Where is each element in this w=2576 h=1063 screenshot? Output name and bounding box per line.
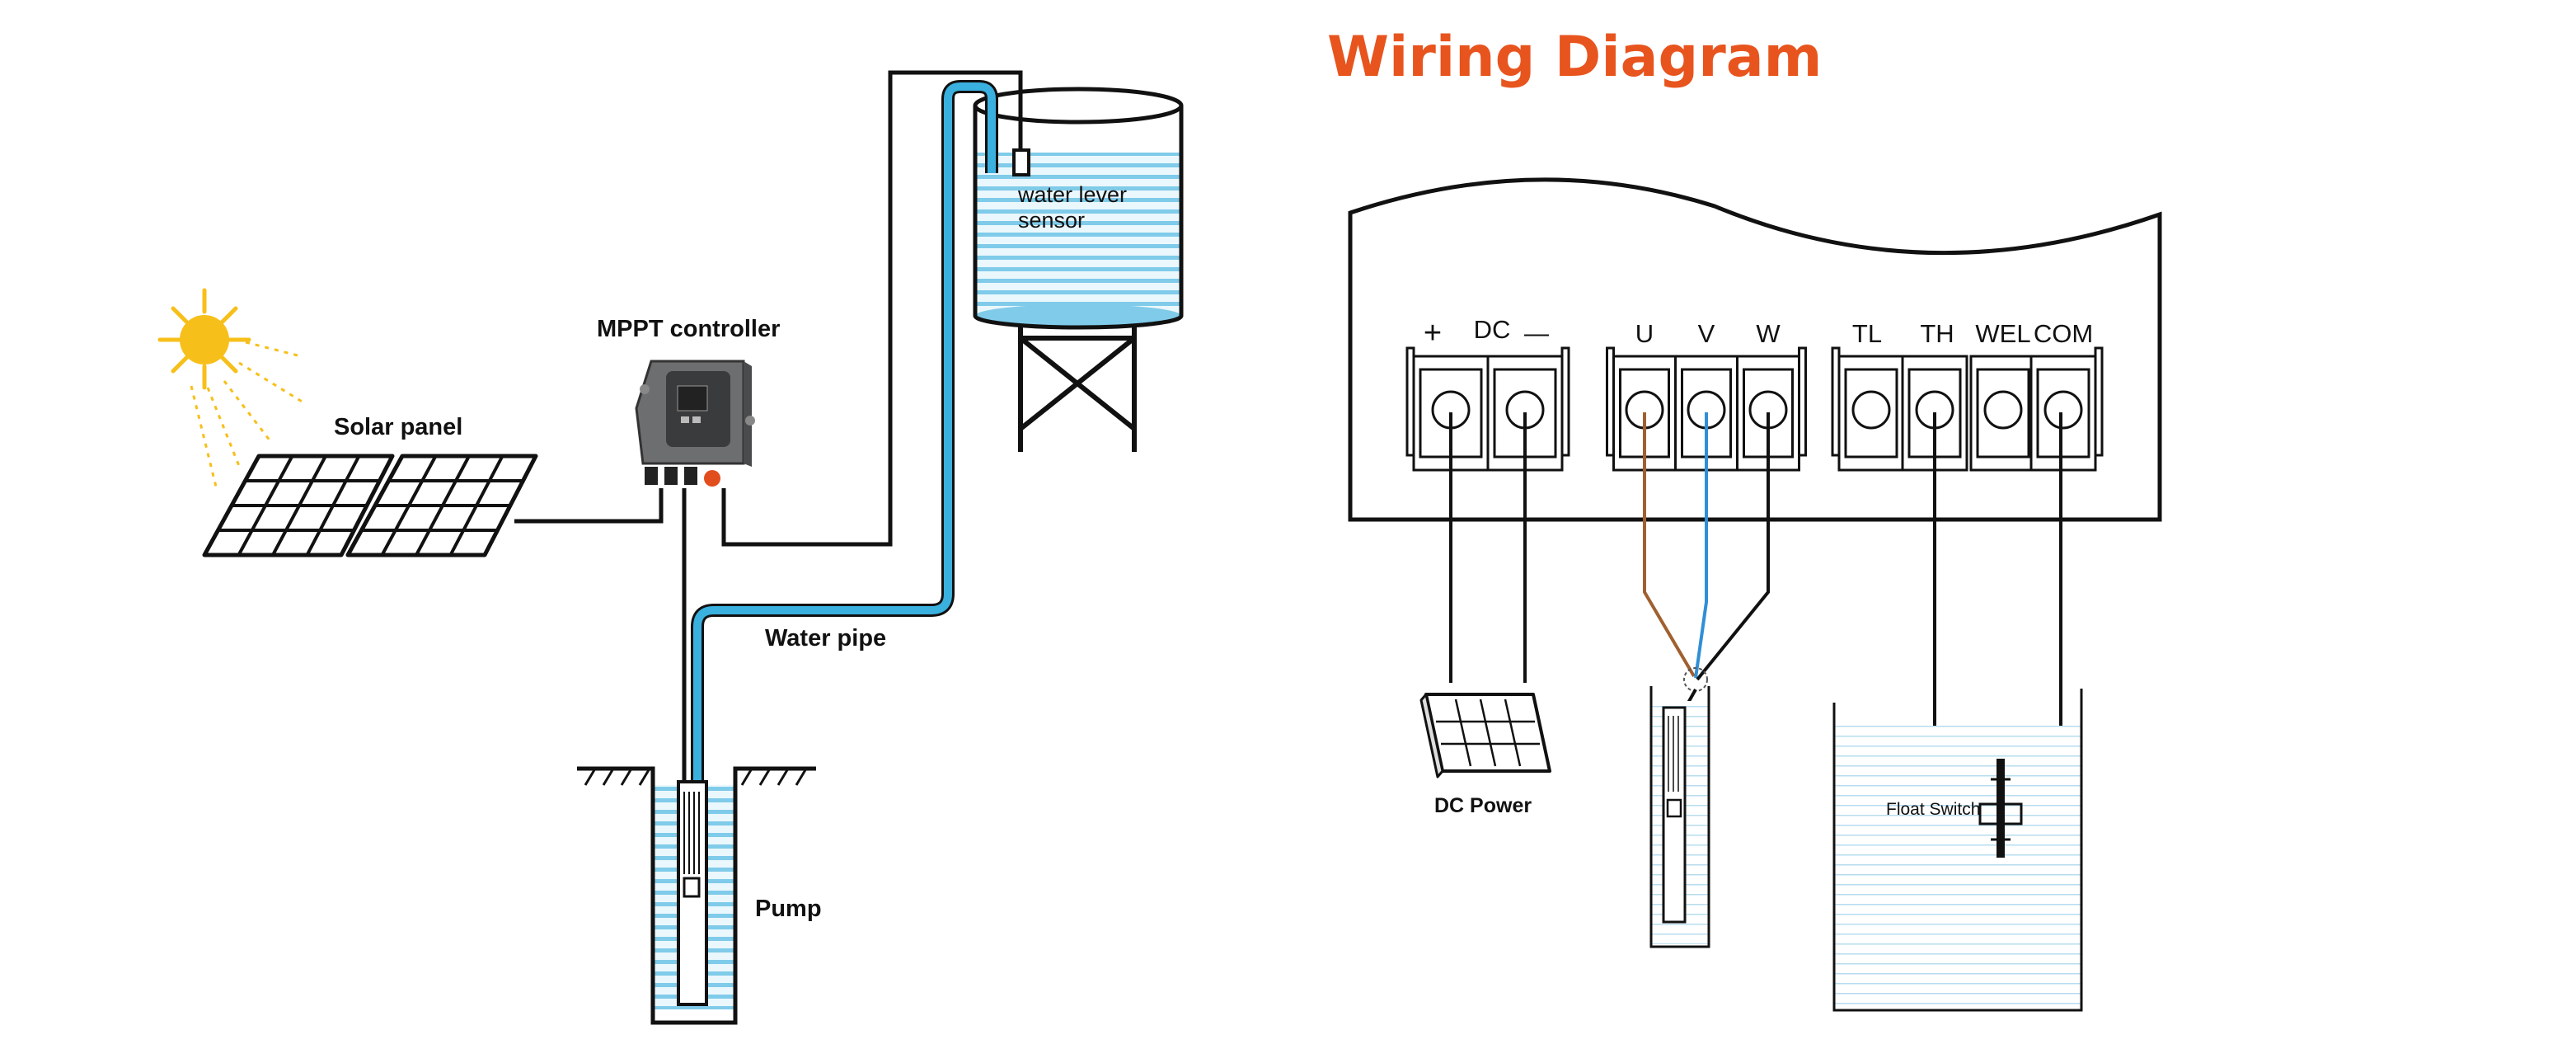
- terminal-wel-label: WEL: [1975, 319, 2030, 348]
- terminal-v-label: V: [1698, 319, 1715, 348]
- sun-icon: [157, 288, 304, 487]
- dc-wires: [1449, 412, 1527, 683]
- dc-plus-label: +: [1424, 316, 1442, 350]
- dc-label: DC: [1474, 315, 1511, 344]
- pump-icon: [677, 780, 708, 1006]
- solar-panel-label: Solar panel: [334, 414, 462, 440]
- terminal-tl-label: TL: [1852, 319, 1882, 348]
- terminal-screw-1-0: [1612, 355, 1677, 472]
- terminal-blocks: [1405, 346, 2104, 472]
- water-level-sensor-icon: [1012, 148, 1030, 176]
- power-cables: [514, 70, 1023, 796]
- terminal-screw-2-2: [1969, 355, 2037, 472]
- float-switch-tank: [1832, 689, 2083, 1012]
- pump-label: Pump: [755, 896, 822, 922]
- terminal-screw-2-3: [2029, 355, 2097, 472]
- float-switch-icon: [1978, 759, 2023, 858]
- tank-stand: [1018, 326, 1137, 452]
- sensor-label-line1: water lever: [1017, 182, 1127, 207]
- solar-panel-icon: [202, 454, 538, 557]
- float-switch-label: Float Switch: [1886, 800, 1980, 819]
- sensor-label-line2: sensor: [1018, 208, 1085, 233]
- dc-power-panel-icon: [1419, 693, 1551, 778]
- submersible-pump-icon: [1662, 706, 1687, 924]
- terminal-th-label: TH: [1920, 319, 1954, 348]
- mppt-controller-icon: [635, 360, 755, 487]
- terminal-com-label: COM: [2034, 319, 2093, 348]
- mppt-controller-label: MPPT controller: [597, 316, 780, 342]
- terminal-w-label: W: [1756, 319, 1781, 348]
- page-title: Wiring Diagram: [1327, 25, 1823, 90]
- water-tank: [973, 87, 1184, 330]
- terminal-screw-1-2: [1736, 355, 1800, 472]
- water-pipe-label: Water pipe: [765, 625, 886, 651]
- dc-minus-label: —: [1524, 320, 1549, 347]
- terminal-screw-2-0: [1837, 355, 1905, 472]
- dc-power-label: DC Power: [1434, 794, 1532, 817]
- terminal-u-label: U: [1635, 319, 1654, 348]
